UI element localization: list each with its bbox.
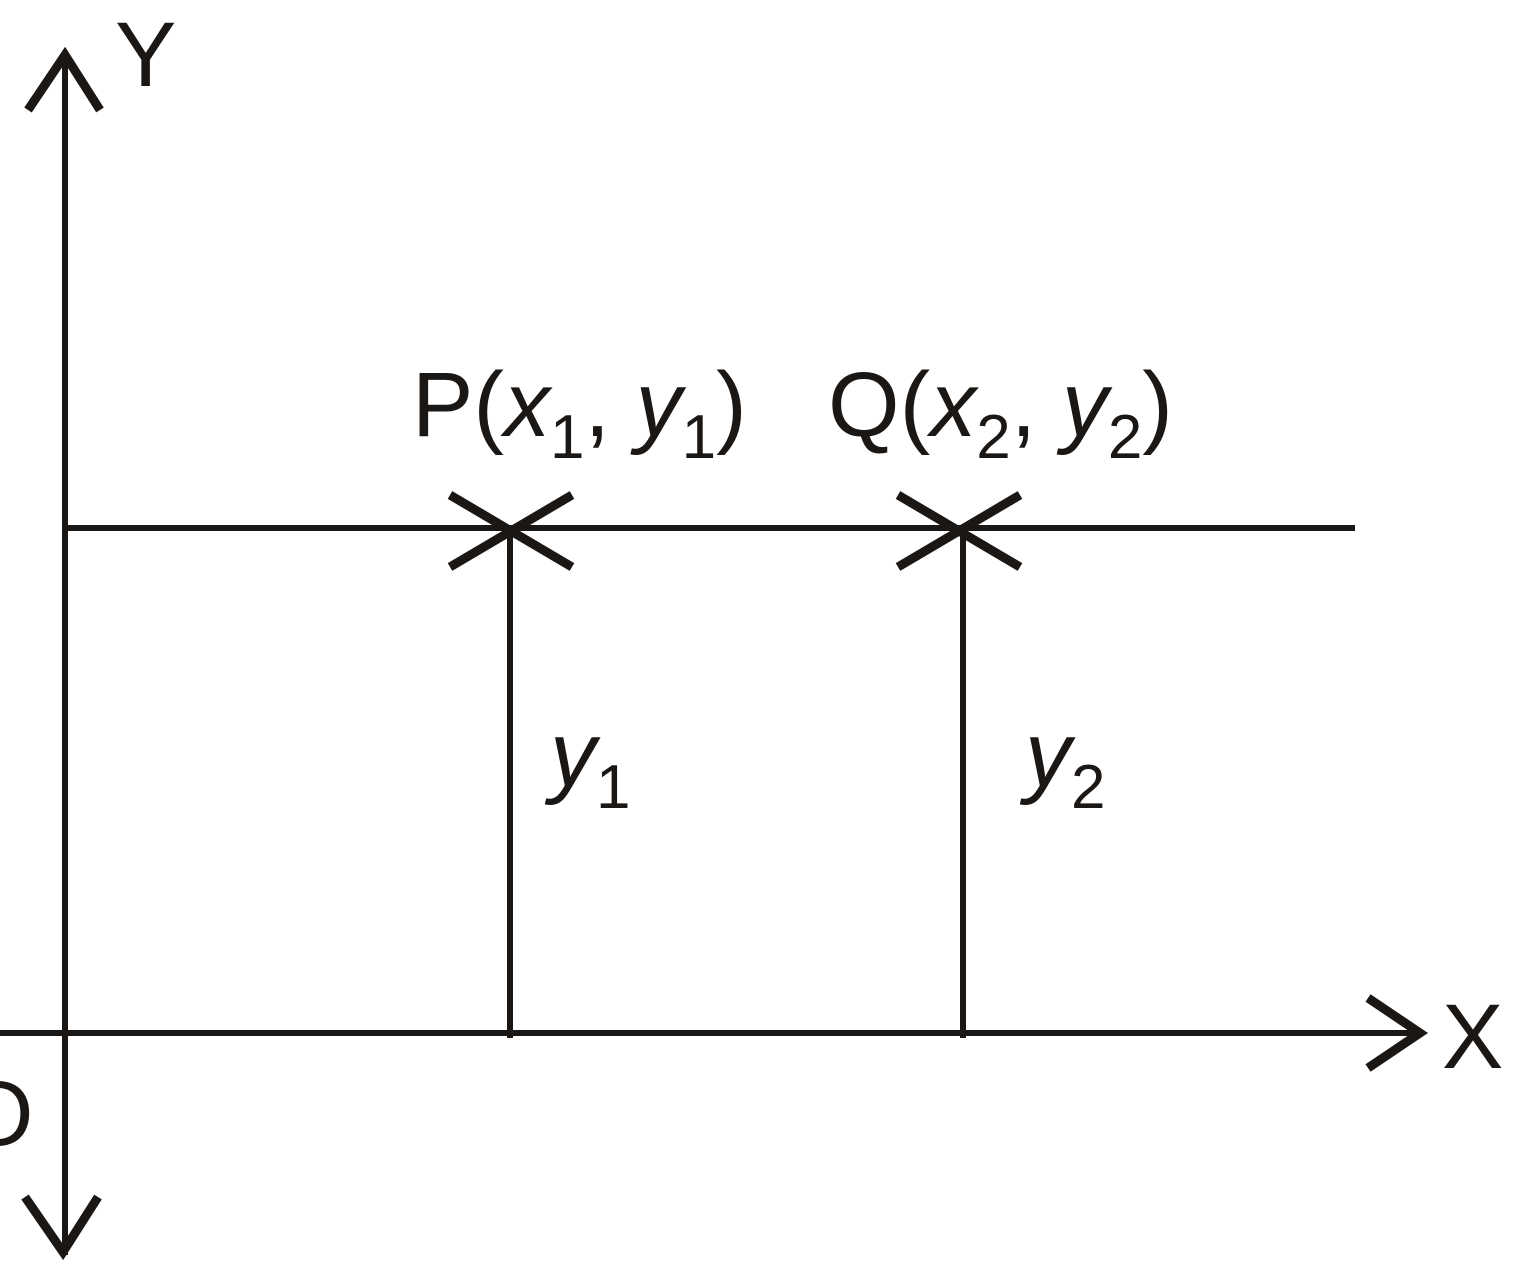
point-p-label: P(x1, y1) (412, 354, 747, 472)
y-axis-arrow-up (24, 46, 104, 113)
ordinate-q-label: y2 (1019, 704, 1105, 822)
y-axis-label: Y (115, 4, 176, 106)
ordinate-p-label: y1 (544, 704, 630, 822)
point-q-label: Q(x2, y2) (828, 354, 1173, 472)
x-axis-arrow (1365, 994, 1429, 1072)
y-axis-arrow-down (21, 1194, 102, 1261)
point-p-cross (447, 491, 575, 571)
origin-label: O (0, 1063, 34, 1165)
x-axis-label: X (1442, 986, 1503, 1088)
point-q-cross (895, 491, 1023, 571)
